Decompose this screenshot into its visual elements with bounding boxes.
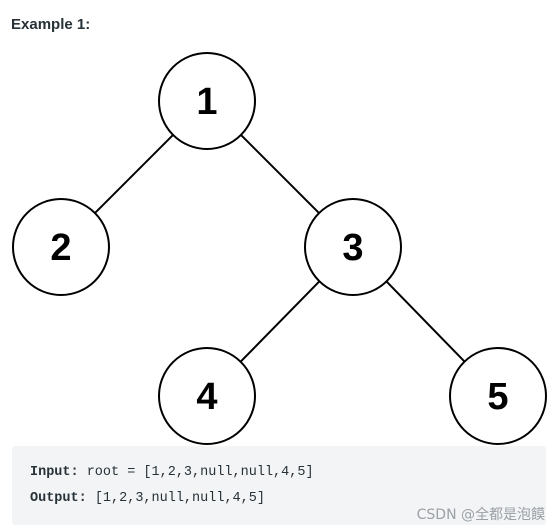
input-label: Input: bbox=[30, 465, 79, 480]
tree-edges bbox=[94, 134, 466, 363]
output-label: Output: bbox=[30, 491, 87, 506]
input-line: Input: root = [1,2,3,null,null,4,5] bbox=[30, 460, 546, 486]
watermark-text: CSDN @全都是泡饃 bbox=[416, 507, 545, 523]
tree-node-circle bbox=[449, 347, 547, 445]
tree-node-5: 5 bbox=[449, 347, 547, 445]
tree-nodes: 1 2 3 4 5 bbox=[12, 52, 547, 445]
tree-node-4: 4 bbox=[158, 347, 256, 445]
output-value: [1,2,3,null,null,4,5] bbox=[86, 491, 265, 506]
tree-node-label: 1 bbox=[196, 81, 217, 123]
tree-node-circle bbox=[304, 198, 402, 296]
tree-edge-1-2 bbox=[94, 134, 174, 214]
example-code-block: Input: root = [1,2,3,null,null,4,5] Outp… bbox=[12, 446, 546, 525]
tree-node-circle bbox=[158, 347, 256, 445]
tree-node-3: 3 bbox=[304, 198, 402, 296]
tree-node-circle bbox=[158, 52, 256, 150]
tree-node-label: 3 bbox=[342, 227, 363, 269]
tree-node-circle bbox=[12, 198, 110, 296]
input-value: root = [1,2,3,null,null,4,5] bbox=[78, 465, 314, 480]
output-line: Output: [1,2,3,null,null,4,5] bbox=[30, 486, 546, 512]
example-heading: Example 1: bbox=[11, 16, 91, 33]
binary-tree-diagram: 1 2 3 4 5 bbox=[12, 52, 547, 445]
tree-node-label: 5 bbox=[487, 376, 508, 418]
tree-node-1: 1 bbox=[158, 52, 256, 150]
tree-node-2: 2 bbox=[12, 198, 110, 296]
tree-edge-1-3 bbox=[240, 134, 320, 214]
tree-node-label: 4 bbox=[196, 376, 217, 418]
tree-node-label: 2 bbox=[50, 227, 71, 269]
tree-edge-3-4 bbox=[239, 280, 321, 363]
tree-edge-3-5 bbox=[385, 280, 466, 363]
